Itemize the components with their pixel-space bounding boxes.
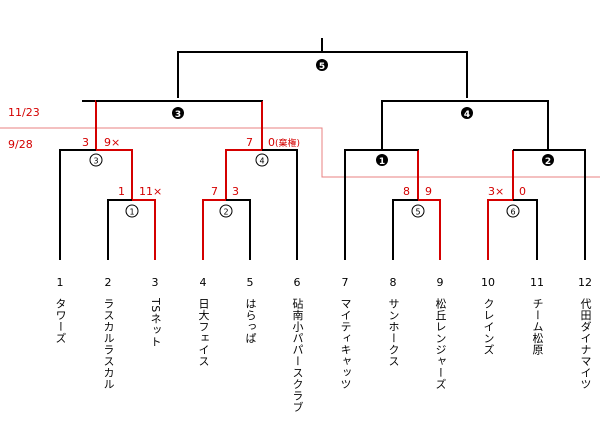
team-number-9: 9 bbox=[436, 276, 444, 289]
match-marker-circle-6: 6 bbox=[506, 204, 520, 218]
team-name-9: 松丘レンジャーズ bbox=[434, 298, 447, 390]
score-c6-right: 0 bbox=[519, 185, 526, 198]
score-c5-right: 9 bbox=[425, 185, 432, 198]
score-c4-right-value: 0 bbox=[268, 136, 275, 149]
team-name-7: マイティキャッツ bbox=[339, 298, 352, 390]
score-c1-right: 11× bbox=[139, 185, 163, 198]
score-c4-note: (棄権) bbox=[275, 139, 301, 149]
score-c4-left: 7 bbox=[246, 136, 253, 149]
svg-text:5: 5 bbox=[319, 62, 325, 72]
team-number-12: 12 bbox=[578, 276, 592, 289]
team-name-1: タワーズ bbox=[54, 298, 67, 344]
date-guide-line bbox=[0, 127, 600, 178]
svg-text:6: 6 bbox=[510, 208, 515, 217]
team-number-4: 4 bbox=[199, 276, 207, 289]
svg-text:4: 4 bbox=[464, 110, 470, 120]
svg-text:2: 2 bbox=[223, 208, 228, 217]
team-number-10: 10 bbox=[481, 276, 495, 289]
c2-bracket-black bbox=[226, 199, 251, 260]
c6-bracket-red bbox=[487, 199, 513, 260]
team-number-7: 7 bbox=[341, 276, 349, 289]
match-marker-2: 2 bbox=[542, 154, 554, 167]
match-marker-1: 1 bbox=[376, 154, 388, 167]
svg-text:2: 2 bbox=[545, 157, 551, 167]
svg-text:3: 3 bbox=[175, 110, 181, 120]
semi-right bbox=[381, 100, 549, 150]
score-c3-left: 3 bbox=[82, 136, 89, 149]
date-label-upper: 11/23 bbox=[8, 106, 40, 119]
team-number-5: 5 bbox=[246, 276, 254, 289]
team-name-4: 日大フェイス bbox=[197, 298, 210, 367]
svg-text:1: 1 bbox=[129, 208, 134, 217]
score-c5-left: 8 bbox=[403, 185, 410, 198]
team-name-5: はらっぱ bbox=[244, 298, 257, 344]
team-number-3: 3 bbox=[151, 276, 159, 289]
svg-text:5: 5 bbox=[415, 208, 420, 217]
score-c6-left: 3× bbox=[488, 185, 505, 198]
team-name-2: ラスカルラスカル bbox=[102, 298, 115, 390]
match-marker-circle-3: 3 bbox=[89, 153, 103, 167]
team-number-8: 8 bbox=[389, 276, 397, 289]
svg-text:1: 1 bbox=[379, 157, 385, 167]
team-name-8: サンホークス bbox=[387, 298, 400, 367]
match-marker-3: 3 bbox=[172, 107, 184, 120]
m2-bracket-black bbox=[513, 149, 586, 260]
c6-bracket-black bbox=[513, 199, 538, 260]
c2-bracket-red bbox=[202, 199, 226, 260]
score-c4-right: 0(棄権) bbox=[268, 136, 300, 149]
team-name-3: TSネット bbox=[149, 298, 162, 348]
date-label-lower: 9/28 bbox=[8, 138, 33, 151]
svg-text:3: 3 bbox=[93, 157, 98, 166]
match-marker-circle-2: 2 bbox=[219, 204, 233, 218]
c5-bracket-red bbox=[418, 199, 441, 260]
c4-bracket-red bbox=[225, 149, 262, 200]
c4-bracket-black bbox=[262, 149, 298, 260]
score-c2-left: 7 bbox=[211, 185, 218, 198]
team-name-11: チーム松原 bbox=[531, 298, 544, 356]
score-c2-right: 3 bbox=[232, 185, 239, 198]
team-number-6: 6 bbox=[293, 276, 301, 289]
team-number-1: 1 bbox=[56, 276, 64, 289]
team-number-11: 11 bbox=[530, 276, 544, 289]
c3-bracket-black bbox=[59, 149, 96, 260]
svg-text:4: 4 bbox=[259, 157, 264, 166]
match-marker-circle-4: 4 bbox=[255, 153, 269, 167]
team-number-2: 2 bbox=[104, 276, 112, 289]
final-bracket bbox=[177, 51, 468, 98]
c3-bracket-red bbox=[96, 149, 133, 200]
c1-bracket-black bbox=[107, 199, 132, 260]
team-name-6: 砧南小パパースクラブ bbox=[291, 298, 304, 413]
c5-bracket-black bbox=[392, 199, 418, 260]
team-name-12: 代田ダイナマイツ bbox=[579, 298, 592, 390]
match-marker-circle-1: 1 bbox=[125, 204, 139, 218]
team-name-10: クレインズ bbox=[482, 298, 495, 356]
match-marker-4: 4 bbox=[461, 107, 473, 120]
score-c3-right: 9× bbox=[104, 136, 121, 149]
score-c1-left: 1 bbox=[118, 185, 125, 198]
match-marker-circle-5: 5 bbox=[411, 204, 425, 218]
c1-bracket-red bbox=[132, 199, 156, 260]
match-marker-5: 5 bbox=[316, 59, 328, 72]
